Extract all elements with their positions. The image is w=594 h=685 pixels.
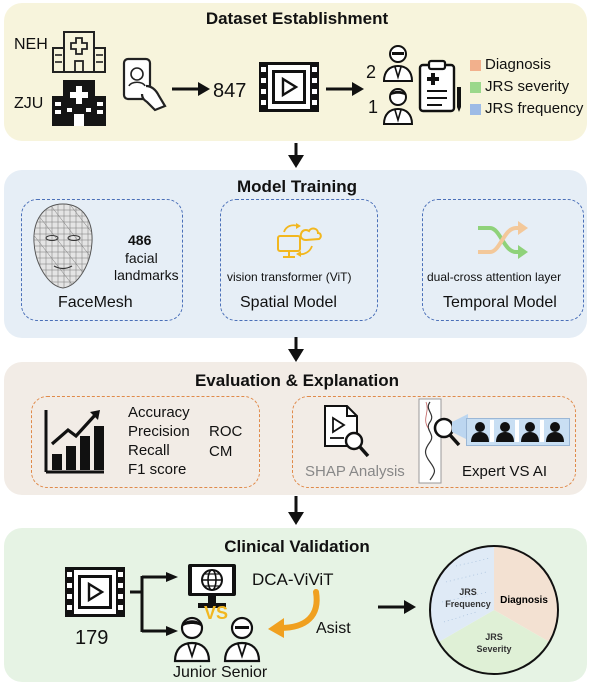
pie-label-diagnosis: Diagnosis — [500, 595, 548, 606]
legend-swatch-jrs-severity — [470, 82, 481, 93]
pie-label-severity-2: Severity — [476, 644, 511, 654]
video-film-icon — [65, 567, 125, 617]
legend-swatch-diagnosis — [470, 60, 481, 71]
pie-label-frequency-2: Frequency — [445, 599, 491, 609]
phone-recording-icon — [122, 57, 167, 112]
legend-label-jrs-severity: JRS severity — [485, 78, 570, 95]
senior-doctor-icon — [382, 45, 414, 82]
pie-slice-diagnosis — [494, 546, 558, 642]
training-title: Model Training — [237, 177, 357, 196]
metric-accuracy: Accuracy — [128, 404, 190, 421]
face-mesh-icon — [33, 203, 93, 289]
junior-rater-count: 1 — [368, 97, 379, 117]
expert-vs-ai-caption: Expert VS AI — [462, 463, 548, 480]
metric-f1-score: F1 score — [128, 461, 187, 478]
junior-label: Junior — [173, 664, 217, 681]
metrics-list-right: ROC CM — [209, 422, 242, 462]
spatial-model-box — [220, 199, 378, 321]
assist-arrow-icon — [268, 589, 320, 638]
metric-precision: Precision — [128, 423, 190, 440]
hospital-filled-icon — [52, 80, 106, 126]
landmark-count: 486 — [128, 232, 152, 248]
metrics-list: Accuracy Precision Recall F1 score — [128, 403, 190, 479]
shap-analysis-caption: SHAP Analysis — [305, 463, 405, 480]
senior-label: Senior — [221, 664, 268, 681]
clipboard-icon — [418, 59, 461, 113]
validation-video-count: 179 — [75, 627, 109, 649]
hospital-zju-label: ZJU — [14, 95, 44, 112]
validation-title: Clinical Validation — [224, 537, 370, 556]
arrow-down-icon — [288, 337, 304, 362]
shuffle-cross-icon — [478, 221, 528, 259]
pie-slice-frequency — [430, 546, 494, 642]
senior-rater-count: 2 — [366, 62, 377, 82]
metrics-box — [31, 396, 260, 488]
legend-swatch-jrs-frequency — [470, 104, 481, 115]
temporal-model-box — [422, 199, 584, 321]
arrow-right-icon — [378, 600, 416, 614]
task-pie-chart: Diagnosis JRS Severity JRS Frequency — [429, 545, 559, 675]
facemesh-box — [21, 199, 183, 321]
scan-beam-icon — [452, 414, 468, 440]
document-magnifier-icon — [324, 405, 370, 458]
explanation-box — [292, 396, 576, 488]
pie-label-severity-1: JRS — [485, 632, 503, 642]
arrow-right-icon — [326, 82, 364, 96]
bar-chart-growth-icon — [44, 410, 104, 474]
hospital-outline-icon — [52, 31, 106, 73]
pie-label-frequency-1: JRS — [459, 587, 477, 597]
landmark-text-1: facial — [125, 250, 158, 266]
dataset-title: Dataset Establishment — [205, 9, 389, 28]
legend-label-diagnosis: Diagnosis — [485, 56, 551, 73]
waveform-strip-icon — [418, 398, 442, 484]
spatial-model-caption: Spatial Model — [240, 294, 337, 311]
metric-cm: CM — [209, 443, 233, 460]
arrow-down-icon — [288, 496, 304, 525]
evaluation-title: Evaluation & Explanation — [194, 371, 400, 390]
legend-label-jrs-frequency: JRS frequency — [485, 100, 584, 117]
model-name-label: DCA-ViViT — [252, 570, 334, 589]
senior-doctor-icon — [223, 616, 261, 663]
landmark-text-2: landmarks — [114, 267, 179, 283]
expert-faces-icon — [471, 420, 564, 442]
vs-label: VS — [204, 603, 229, 623]
branch-arrows-icon — [130, 572, 178, 636]
pie-slice-severity — [438, 610, 550, 674]
assist-label: Asist — [316, 620, 351, 637]
temporal-model-caption: Temporal Model — [443, 294, 557, 311]
video-count-847: 847 — [213, 80, 247, 102]
computer-cloud-sync-icon — [277, 223, 322, 258]
junior-doctor-icon — [382, 88, 414, 125]
arrow-down-icon — [288, 143, 304, 168]
spatial-model-text: vision transformer (ViT) — [227, 270, 352, 284]
facemesh-caption: FaceMesh — [58, 294, 133, 311]
temporal-model-text: dual-cross attention layer — [427, 270, 562, 284]
video-film-icon — [259, 62, 319, 112]
hospital-neh-label: NEH — [14, 36, 48, 53]
ai-computer-icon — [188, 564, 236, 608]
arrow-right-icon — [172, 82, 210, 96]
junior-doctor-icon — [173, 616, 211, 663]
metric-roc: ROC — [209, 423, 243, 440]
metric-recall: Recall — [128, 442, 170, 459]
